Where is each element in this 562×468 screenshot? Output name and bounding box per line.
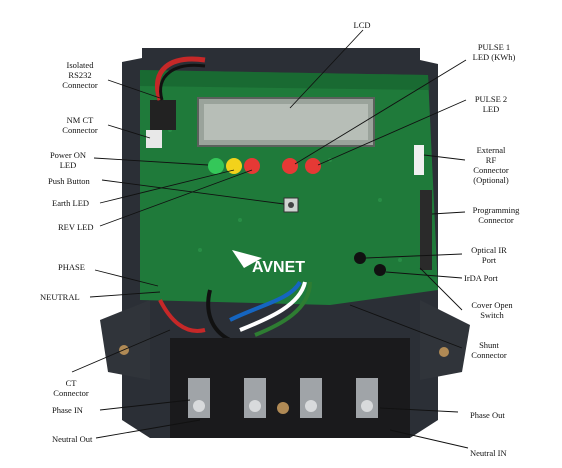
terminal-block [170,338,410,438]
rf-connector-part [414,145,424,175]
label-earth-led: Earth LED [52,198,90,208]
label-push-button: Push Button [48,176,90,186]
label-shunt-connector: Shunt Connector [471,340,507,360]
label-programming-connector: Programming Connector [472,205,520,225]
pulse2-led-part [305,158,321,174]
svg-text:AVNET: AVNET [252,259,305,276]
mounting-tab-left [100,300,150,380]
label-irda-port: IrDA Port [464,273,498,283]
label-neutral-in: Neutral IN [470,448,507,458]
label-pulse2-led: PULSE 2 LED [474,94,508,114]
rev-led-part [244,158,260,174]
label-neutral: NEUTRAL [40,292,80,302]
programming-connector-part [420,190,432,270]
earth-led-part [226,158,242,174]
wiring [158,280,312,342]
pulse1-led-part [282,158,298,174]
rs232-cable [154,56,206,101]
label-lcd: LCD [353,20,371,30]
mount-hole-right [439,347,449,357]
optical-ir-part [354,252,366,264]
mounting-tab-right [420,300,470,380]
rs232-connector-part [150,100,176,130]
label-ct-connector: CT Connector [53,378,89,398]
label-power-on-led: Power ON LED [49,150,87,170]
label-phase-in: Phase IN [52,405,83,415]
nm-ct-connector-part [146,130,162,148]
label-phase: PHASE [58,262,85,272]
lcd-display [197,97,375,147]
label-cover-open-switch: Cover Open Switch [471,300,513,320]
label-pulse1-led: PULSE 1 LED (KWh) [472,42,516,62]
label-rev-led: REV LED [58,222,94,232]
label-phase-out: Phase Out [470,410,505,420]
leader-lines [71,29,469,449]
label-external-rf-connector: External RF Connector (Optional) [473,145,509,185]
label-optical-ir-port: Optical IR Port [471,245,507,265]
label-neutral-out: Neutral Out [52,434,93,444]
led-row [208,158,321,174]
avnet-logo: AVNET [232,250,305,276]
label-nm-ct-connector: NM CT Connector [62,115,98,135]
power-on-led [208,158,224,174]
label-isolated-rs232: Isolated RS232 Connector [62,60,98,90]
irda-part [374,264,386,276]
